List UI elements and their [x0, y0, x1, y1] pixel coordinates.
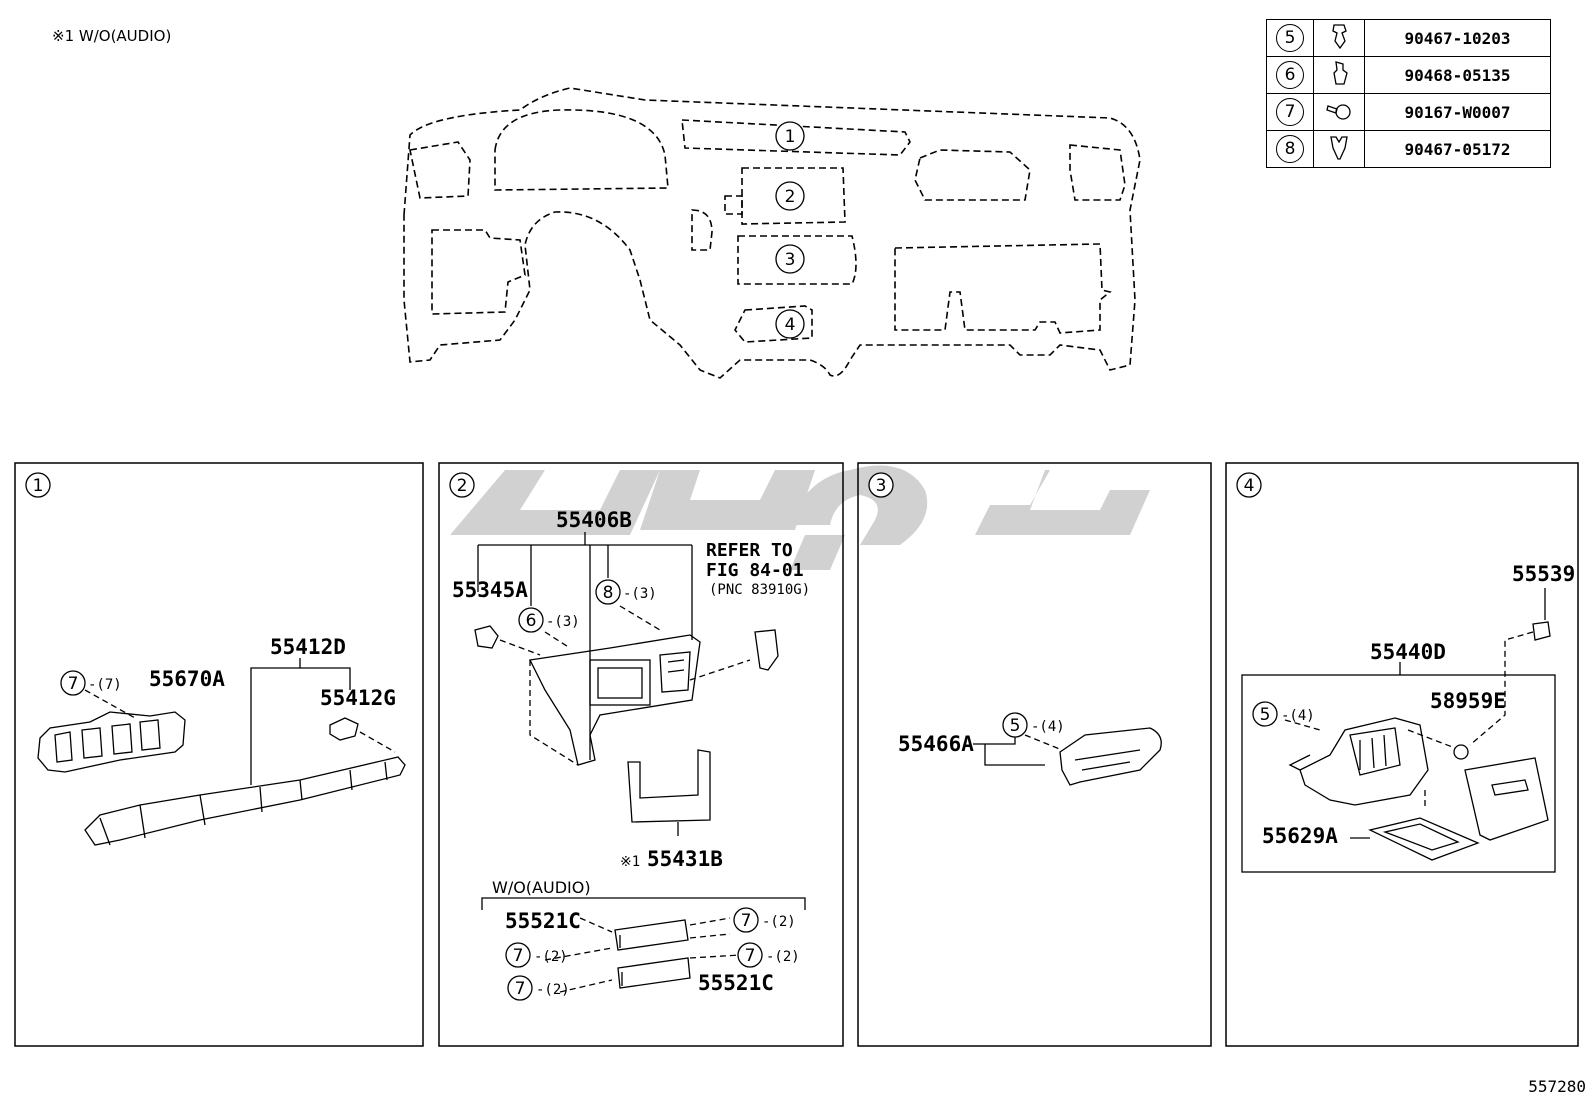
clip-icon [1333, 61, 1348, 85]
dashboard-overview [403, 87, 1141, 379]
fastener-callout-7[interactable]: 7 [68, 674, 79, 694]
part-label-55466A[interactable]: 55466A [898, 732, 974, 756]
legend-number: 7 [1276, 98, 1304, 126]
fastener-legend-table: 5 90467-10203 6 90468-05135 7 90167-W000… [1266, 19, 1551, 168]
fastener-qty: -(4) [1281, 708, 1315, 724]
overview-callout-4: 4 [785, 315, 796, 335]
fastener-qty: -(3) [546, 614, 580, 630]
panel-1: 7 -(7) 55670A 55412D 55412G [37, 635, 406, 846]
legend-part-number[interactable]: 90467-05172 [1364, 130, 1551, 168]
refer-pnc-text: (PNC 83910G) [709, 582, 810, 598]
panel-4-number: 4 [1244, 476, 1255, 496]
legend-number: 5 [1276, 24, 1304, 52]
panel-2: 55406B 55345A REFER TO FIG 84-01 (PNC 83… [452, 508, 810, 1001]
legend-part-number[interactable]: 90167-W0007 [1364, 93, 1551, 131]
part-label-55406B[interactable]: 55406B [556, 508, 632, 532]
fastener-qty: -(2) [536, 982, 570, 998]
overview-callout-1: 1 [785, 127, 796, 147]
watermark-logo [450, 465, 1150, 570]
wo-audio-label: W/O(AUDIO) [492, 878, 591, 897]
refer-to-text: REFER TO [706, 540, 793, 561]
panel-2-number: 2 [457, 476, 468, 496]
legend-row: 6 90468-05135 [1266, 56, 1551, 94]
legend-number: 6 [1276, 61, 1304, 89]
footnote: ※1 W/O(AUDIO) [52, 27, 172, 45]
overview-callout-2: 2 [785, 187, 796, 207]
part-label-55412G[interactable]: 55412G [320, 686, 396, 710]
panel-3-frame [857, 462, 1212, 1047]
panel-4: 55539 55440D 58959E 55629A 5 -(4) [1241, 562, 1575, 873]
fastener-qty: -(3) [623, 586, 657, 602]
fastener-qty: -(2) [766, 949, 800, 965]
panel-1-number: 1 [33, 476, 44, 496]
panel-4-frame [1225, 462, 1579, 1047]
clip-icon [1332, 24, 1347, 50]
part-label-55412D[interactable]: 55412D [270, 635, 346, 659]
part-label-58959E[interactable]: 58959E [1430, 689, 1506, 713]
diagram-number: 557280 [1528, 1077, 1586, 1096]
panel-2-frame [438, 462, 844, 1047]
legend-part-number[interactable]: 90468-05135 [1364, 56, 1551, 94]
overview-callout-3: 3 [785, 250, 796, 270]
fastener-callout-7[interactable]: 7 [745, 946, 756, 966]
part-label-55521C[interactable]: 55521C [505, 909, 581, 933]
screw-icon [1326, 104, 1351, 120]
fastener-callout-7[interactable]: 7 [741, 911, 752, 931]
part-label-55670A[interactable]: 55670A [149, 667, 225, 691]
part-label-55431B[interactable]: 55431B [647, 847, 723, 871]
part-label-55629A[interactable]: 55629A [1262, 824, 1338, 848]
fastener-callout-6[interactable]: 6 [526, 611, 537, 631]
overview-callouts: 1 2 3 4 [775, 121, 805, 339]
fastener-callout-7[interactable]: 7 [515, 979, 526, 999]
fastener-qty: -(7) [88, 677, 122, 693]
clip-icon [1330, 136, 1348, 160]
part-label-55539[interactable]: 55539 [1512, 562, 1575, 586]
note-mark: ※1 [620, 854, 640, 870]
fastener-callout-5[interactable]: 5 [1260, 705, 1271, 725]
part-label-55345A[interactable]: 55345A [452, 578, 528, 602]
fastener-callout-8[interactable]: 8 [603, 583, 614, 603]
fastener-callout-7[interactable]: 7 [513, 946, 524, 966]
fastener-callout-5[interactable]: 5 [1010, 716, 1021, 736]
panel-1-frame [14, 462, 424, 1047]
fastener-qty: -(2) [534, 949, 568, 965]
fastener-qty: -(4) [1031, 719, 1065, 735]
panel-3: 5 -(4) 55466A [898, 712, 1162, 786]
legend-number: 8 [1276, 135, 1304, 163]
panel-number-badges: 1 2 3 4 [25, 472, 1262, 498]
part-label-55440D[interactable]: 55440D [1370, 640, 1446, 664]
refer-fig-text[interactable]: FIG 84-01 [706, 560, 804, 581]
part-label-55521C[interactable]: 55521C [698, 971, 774, 995]
legend-row: 7 90167-W0007 [1266, 93, 1551, 131]
panel-3-number: 3 [876, 476, 887, 496]
panel-2-fastener-7-callouts: 7 -(2) 7 -(2) 7 -(2) 7 -(2) [505, 907, 800, 1001]
legend-row: 8 90467-05172 [1266, 130, 1551, 168]
fastener-qty: -(2) [762, 914, 796, 930]
